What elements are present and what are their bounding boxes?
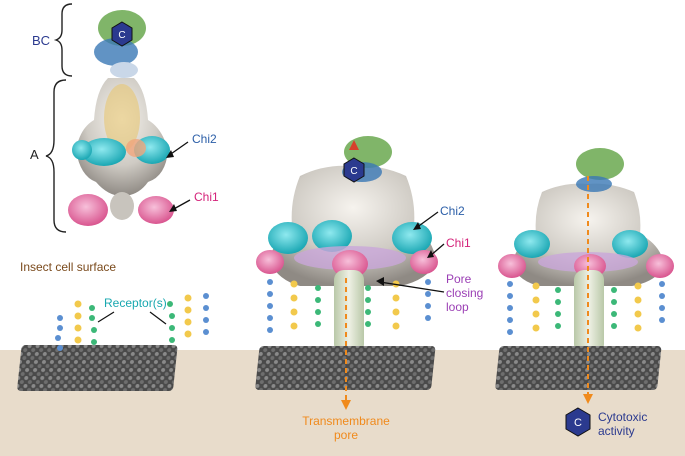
a-brace <box>45 79 67 233</box>
membrane-left <box>17 345 178 391</box>
receptor-pointer-b <box>149 311 167 325</box>
pore-loop-line-2: closing <box>446 286 484 300</box>
cytotoxin-c-left: C <box>118 30 125 41</box>
pore-loop-line-1: Pore <box>446 272 472 286</box>
transmembrane-line-1: Transmembrane <box>302 414 390 428</box>
transmembrane-arrowhead <box>341 400 351 410</box>
chi1-label-mid: Chi1 <box>446 236 471 250</box>
chi2-arrowhead-mid <box>413 222 421 230</box>
chi2-label-mid: Chi2 <box>440 204 465 218</box>
pore-loop-pointer <box>379 281 445 293</box>
transmembrane-line-2: pore <box>333 428 359 442</box>
chi2-arrowhead-left <box>166 150 174 158</box>
cytotoxic-line-1: Cytotoxic <box>598 410 648 424</box>
cytotoxin-c-released: C <box>574 417 582 429</box>
cytotoxin-release-arrowhead <box>583 394 593 404</box>
bc-component-right <box>576 148 624 192</box>
receptors-left <box>55 293 209 351</box>
cytotoxin-hexagon-released <box>565 407 591 437</box>
bc-brace <box>53 3 73 77</box>
chi1-arrowhead-mid <box>427 250 434 258</box>
pore-loop-arrowhead <box>376 277 384 286</box>
translocation-arrowhead <box>349 140 359 150</box>
cytotoxin-c-mid: C <box>350 166 357 177</box>
receptors-right <box>507 281 665 335</box>
chi1-arrowhead-left <box>169 204 177 212</box>
cytotoxin-hexagon-left <box>111 21 133 47</box>
cytotoxic-activity-label: Cytotoxic activity <box>598 410 647 438</box>
chi2-label-left: Chi2 <box>192 132 217 146</box>
chi2-pointer-mid <box>415 211 439 229</box>
membrane-right <box>495 346 662 390</box>
insect-cell-surface-label: Insect cell surface <box>20 260 117 274</box>
pore-loop-line-3: loop <box>446 300 469 314</box>
a-component-mid <box>256 165 438 354</box>
cytotoxin-hexagon-mid <box>343 157 365 183</box>
pore-closing-loop-label: Pore closing loop <box>446 272 483 314</box>
a-label: A <box>30 147 39 162</box>
receptors-mid <box>267 279 431 333</box>
cytotoxic-line-2: activity <box>598 424 635 438</box>
a-component-right <box>498 183 674 354</box>
receptors-label: Receptor(s) <box>104 296 167 310</box>
receptor-pointer-a <box>97 311 115 323</box>
chi1-label-left: Chi1 <box>194 190 219 204</box>
bc-label: BC <box>32 33 51 48</box>
transmembrane-pore-label: Transmembrane pore <box>296 414 396 442</box>
a-component-left <box>68 78 174 226</box>
